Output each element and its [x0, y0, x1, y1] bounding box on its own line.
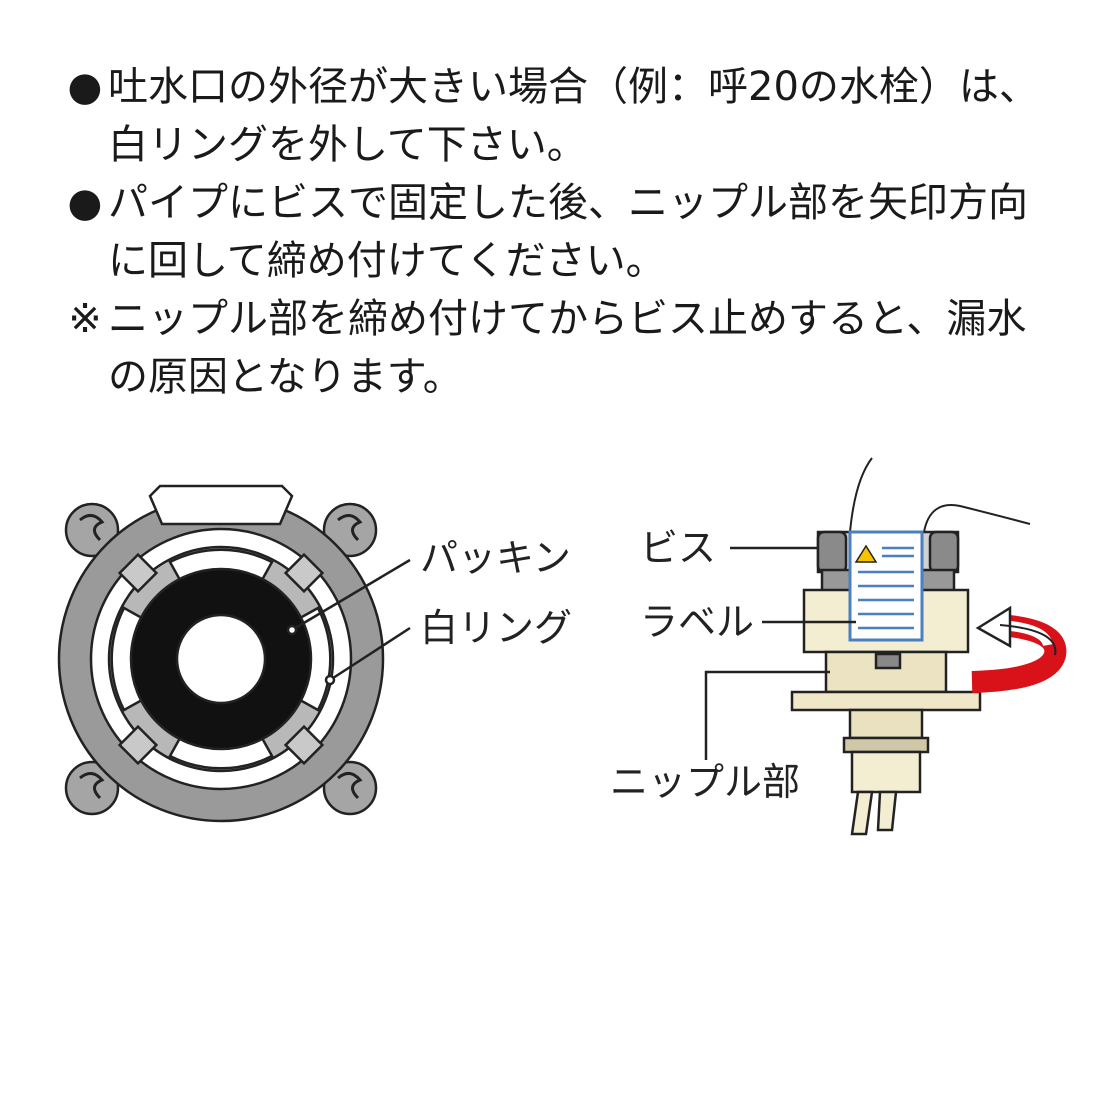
bullet-mark: ●: [67, 64, 103, 110]
label-packing: パッキン: [420, 536, 571, 580]
reference-mark: ※: [68, 296, 102, 342]
warning-triangle-icon: [854, 544, 878, 563]
ring-assembly: [57, 484, 385, 823]
bullet-mark: ●: [67, 180, 103, 226]
ring-clip: [117, 552, 325, 766]
label-nipple: ニップル部: [610, 760, 801, 804]
note-line: に回して締め付けてください。: [108, 238, 666, 284]
note-line: パイプにビスで固定した後、ニップル部を矢印方向: [108, 180, 1028, 226]
tab-hook: [79, 514, 363, 800]
label-label: ラベル: [640, 600, 755, 644]
left-leader-lines: [286, 558, 411, 686]
pipe-line: [849, 457, 1031, 533]
note-line: 吐水口の外径が大きい場合（例：呼20の水栓）は、: [108, 64, 1039, 110]
body-window: [874, 652, 902, 670]
nipple-neck: [848, 708, 924, 740]
note-remove-white-ring: ● 吐水口の外径が大きい場合（例：呼20の水栓）は、 白リングを外して下さい。: [62, 58, 1072, 174]
label-white-ring: 白リング: [420, 606, 573, 650]
hose-fragment: [850, 790, 898, 836]
note-line: 白リングを外して下さい。: [108, 122, 587, 168]
label-screw: ビス: [640, 526, 717, 570]
flange: [790, 690, 982, 712]
faucet-adapter: [790, 457, 1031, 836]
note-tighten-nipple: ● パイプにビスで固定した後、ニップル部を矢印方向 に回して締め付けてください。: [62, 174, 1072, 290]
top-notch: [148, 484, 294, 526]
figure-drawing: [57, 457, 1067, 836]
nipple-base: [850, 750, 922, 794]
screw-right: [928, 530, 960, 574]
instruction-notes: ● 吐水口の外径が大きい場合（例：呼20の水栓）は、 白リングを外して下さい。 …: [62, 58, 1072, 406]
rotation-arrow-icon: [971, 605, 1067, 693]
center-hole: [175, 613, 267, 705]
label-lines: [858, 546, 914, 630]
note-leak-warning: ※ ニップル部を締め付けてからビス止めすると、漏水 の原因となります。: [62, 290, 1072, 406]
nipple-ring: [842, 736, 930, 754]
screw-left: [816, 530, 848, 574]
right-leader-lines: [704, 546, 856, 760]
mounting-tab: [64, 502, 378, 816]
installation-figure: パッキン 白リング ビス ラベル ニップル部: [0, 440, 1100, 860]
note-line: の原因となります。: [108, 354, 463, 400]
note-line: ニップル部を締め付けてからビス止めすると、漏水: [108, 296, 1027, 342]
